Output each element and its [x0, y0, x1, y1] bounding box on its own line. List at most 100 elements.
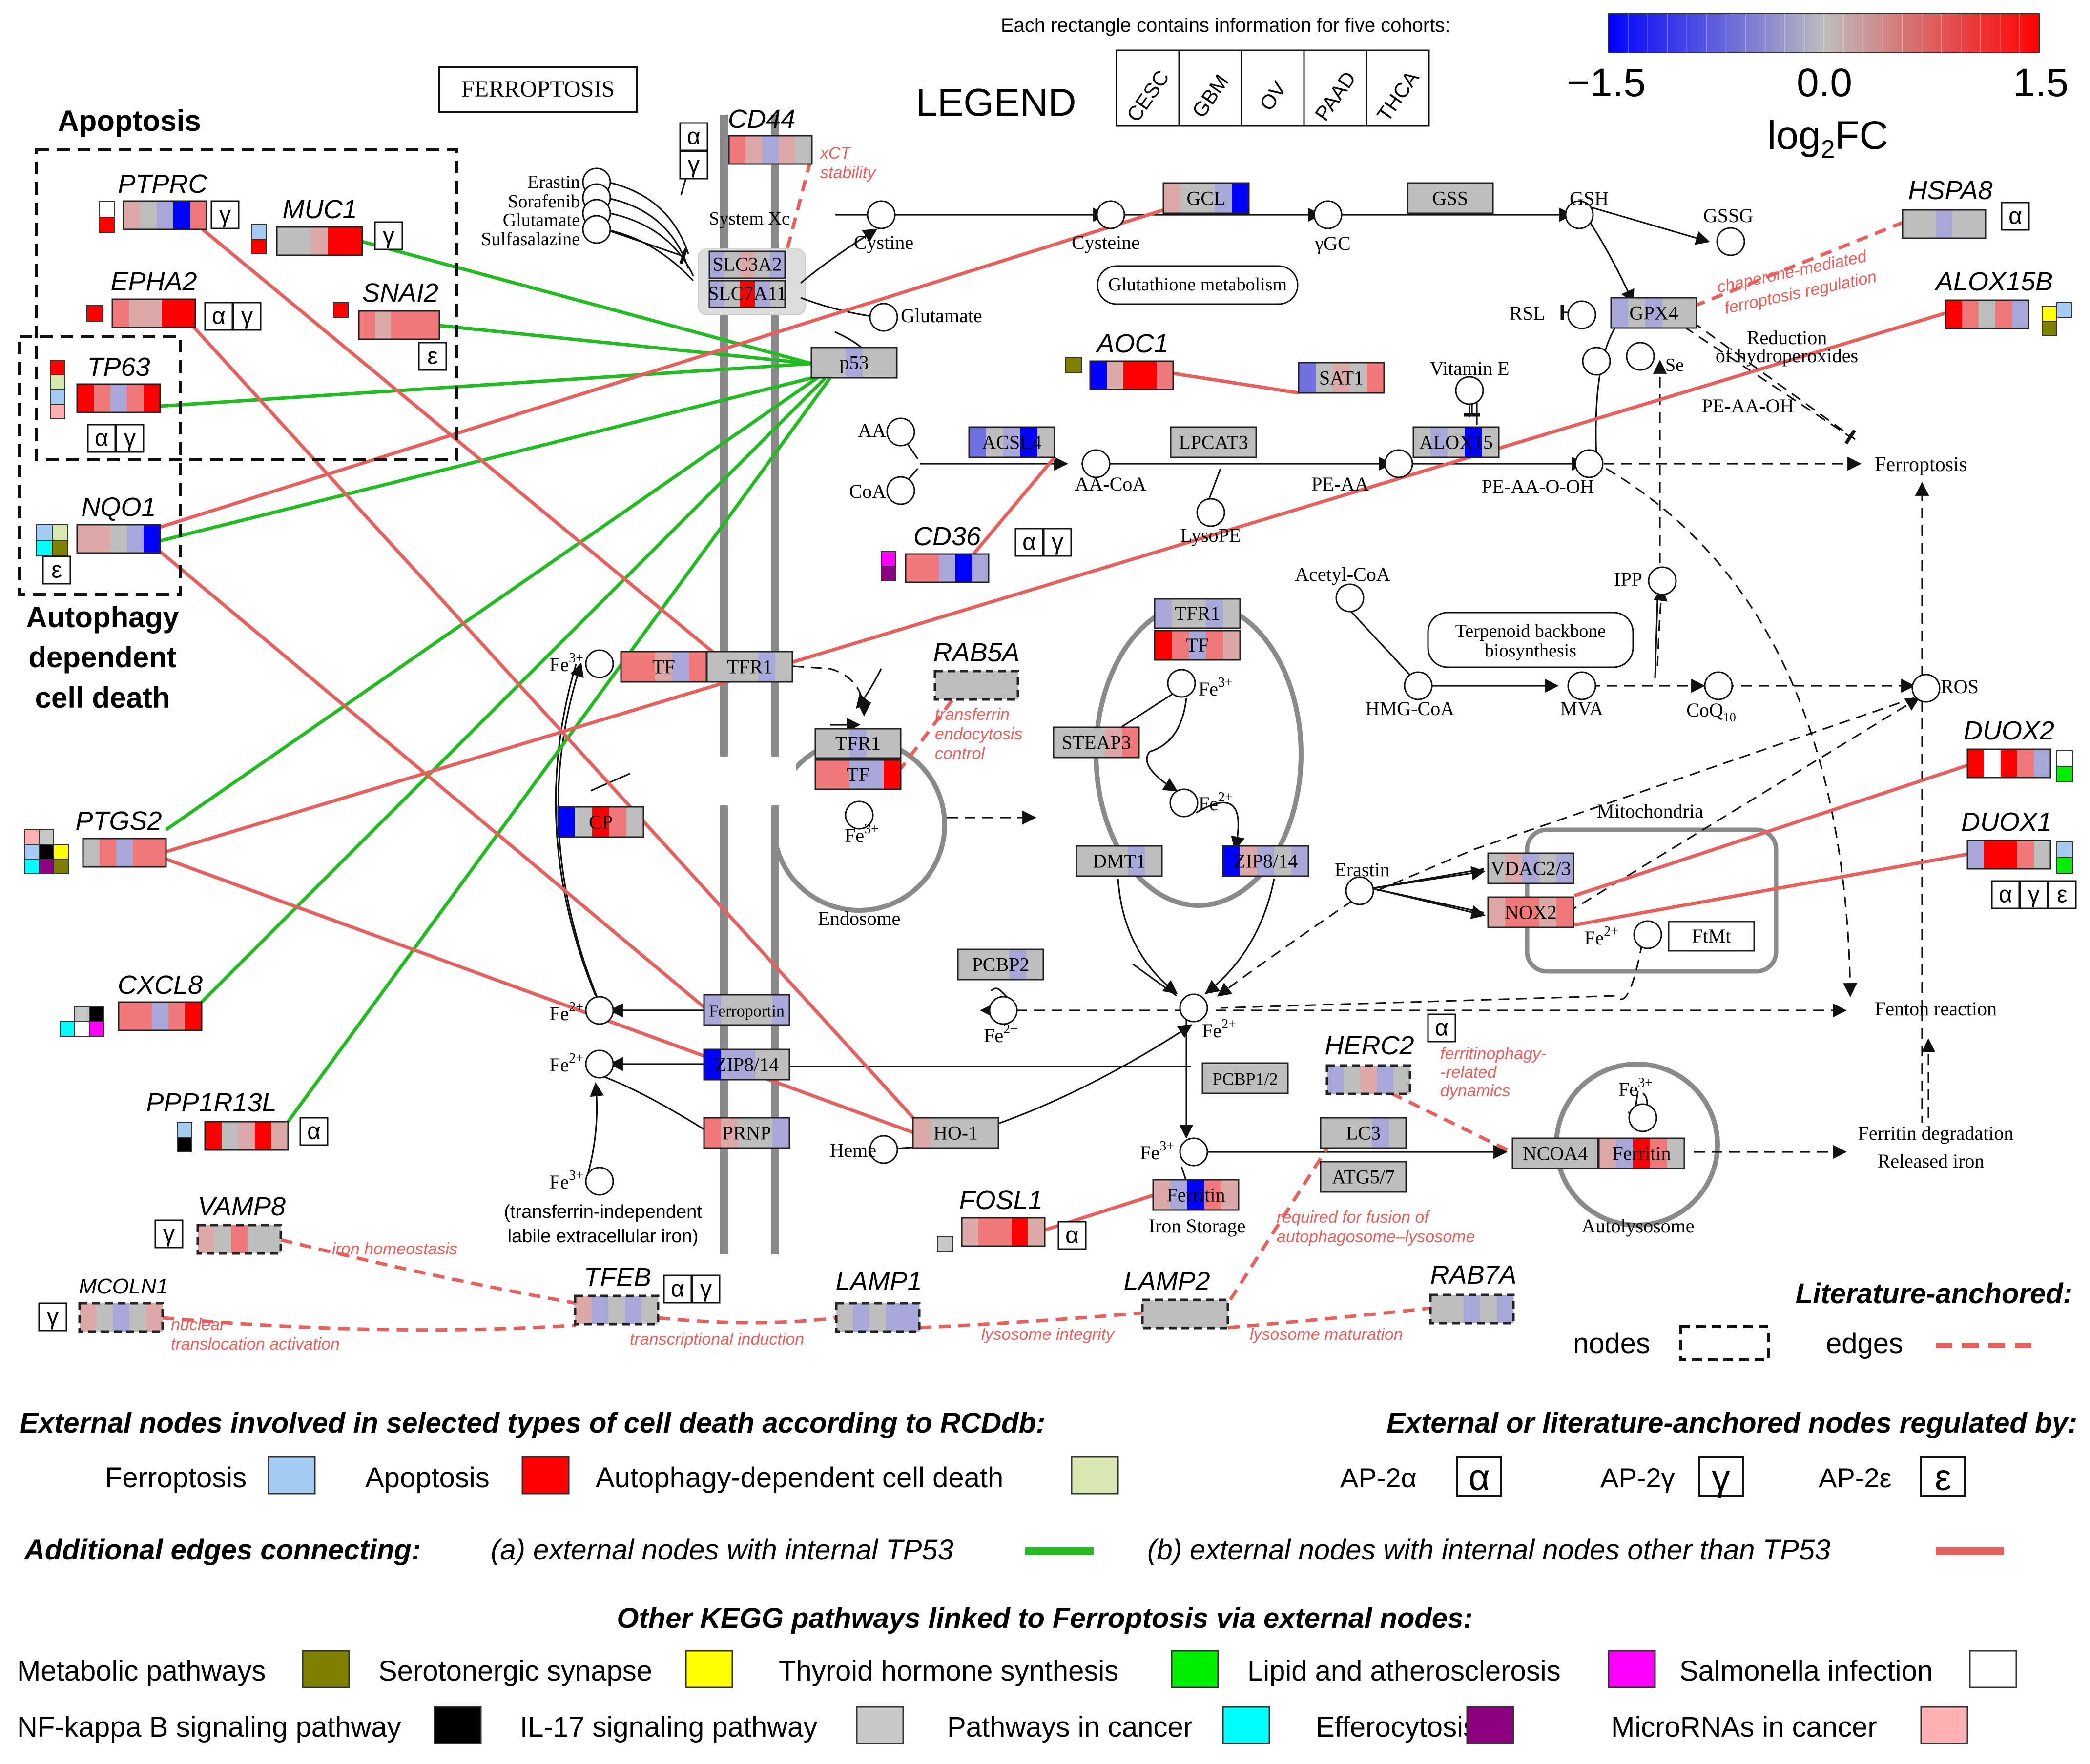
legend-heading: Each rectangle contains information for …: [1001, 15, 1450, 36]
node-cp-cohort-cell: [626, 807, 644, 837]
aa-label: AA: [858, 419, 886, 441]
autophagy-frame: [18, 335, 182, 596]
node-vamp8-cohort-cell: [231, 1225, 248, 1253]
node-pcbp12-cohort-cell: [1237, 1063, 1254, 1093]
node-nox2: NOX2: [1487, 896, 1574, 928]
terpenoid-label-2: biosynthesis: [1485, 640, 1576, 661]
literature-edges-label: edges: [1826, 1328, 1903, 1359]
node-zip814-left: ZIP8/14: [703, 1048, 790, 1081]
node-rab5a-cohort-cell: [985, 671, 1002, 699]
node-pcbp12: PCBP1/2: [1201, 1062, 1289, 1094]
node-cxcl8-cohort-cell: [168, 1002, 186, 1030]
node-tf-cohort-cell: [655, 652, 673, 682]
node-sat1-label: SAT1: [1319, 367, 1364, 389]
label-tfeb: TFEB: [584, 1263, 651, 1292]
node-ho1-cohort-cell: [964, 1118, 982, 1148]
edge-ptgs2-p53: [165, 374, 821, 831]
node-slc7a11-cohort-cell: [755, 281, 770, 308]
node-vamp8-cohort-cell: [248, 1225, 265, 1253]
node-muc1: [276, 226, 363, 256]
node-pcbp2-cohort-cell: [1026, 949, 1044, 980]
node-ptgs2-cohort-cell: [83, 839, 100, 867]
node-lamp2-cohort-cell: [1211, 1300, 1228, 1328]
cd36-gamma: γ: [1052, 529, 1063, 555]
hspa8-alpha: α: [2008, 203, 2022, 229]
metabolite-circle: [585, 996, 614, 1025]
node-zip814-left-cohort-cell: [772, 1049, 790, 1080]
node-alox15b-cohort-cell: [2012, 300, 2029, 328]
node-ferroportin-cohort-cell: [738, 995, 756, 1025]
node-slc3a2-cohort-cell: [709, 251, 725, 278]
node-epha2-cohort-cell: [179, 299, 196, 328]
duox1-gamma-box: [2019, 880, 2049, 909]
ledge-hspa8-gpx4: [1696, 220, 1905, 307]
regulated-label-0: AP-2α: [1340, 1462, 1417, 1493]
node-aoc1: [1089, 360, 1174, 390]
node-atg57-cohort-cell: [1338, 1162, 1355, 1192]
node-tf-label: TF: [652, 656, 675, 678]
edge-duox2-nox2: [1573, 763, 1968, 898]
node-atg57-cohort-cell: [1355, 1162, 1372, 1192]
metabolite-circle: [869, 303, 898, 332]
node-atg57-label: ATG5/7: [1332, 1166, 1395, 1188]
node-cp-cohort-cell: [575, 807, 593, 837]
ferroptosis-label: Ferroptosis: [1875, 453, 1967, 476]
node-ncoa4-cohort-cell: [1564, 1138, 1581, 1169]
node-nox2-cohort-cell: [1556, 897, 1574, 927]
node-slc3a2-cohort-cell: [770, 251, 786, 278]
node-ptprc: [123, 200, 207, 230]
node-gss-cohort-cell: [1459, 183, 1476, 213]
node-cd36-cohort-cell: [972, 554, 989, 582]
node-zip814-right-label: ZIP8/14: [1234, 850, 1298, 872]
node-atg57: ATG5/7: [1320, 1161, 1407, 1193]
node-tf-right-label: TF: [1186, 634, 1209, 656]
nuclear-ann-1: nuclear: [171, 1315, 226, 1334]
node-nox2-cohort-cell: [1505, 897, 1523, 927]
node-pcbp2-cohort-cell: [975, 949, 993, 980]
node-rab7a-cohort-cell: [1447, 1295, 1464, 1323]
node-atg57-cohort-cell: [1389, 1162, 1407, 1192]
edge-tp63-p53: [160, 362, 812, 408]
cd36-lipid-swatch: [881, 551, 896, 567]
node-ptprc-cohort-cell: [124, 201, 141, 229]
node-slc3a2: SLC3A2: [708, 250, 786, 279]
node-muc1-cohort-cell: [345, 227, 363, 255]
node-nox2-label: NOX2: [1505, 902, 1557, 923]
node-hspa8: [1902, 209, 1987, 239]
rcddb-label-0: Ferroptosis: [105, 1462, 247, 1494]
sorafenib-label: Sorafenib: [508, 191, 580, 212]
duox1-ferroptosis-swatch: [2056, 841, 2073, 858]
ledge-lamp1-lamp2: [919, 1311, 1143, 1330]
label-lamp1: LAMP1: [835, 1267, 922, 1296]
cysteine-label: Cysteine: [1072, 231, 1140, 253]
label-snai2: SNAI2: [362, 278, 438, 308]
node-tp63-cohort-cell: [144, 384, 161, 412]
node-tf-cohort-cell: [689, 652, 707, 682]
label-ptprc: PTPRC: [118, 169, 207, 199]
node-snai2-cohort-cell: [375, 311, 392, 339]
kegg-row1-label-2: Thyroid hormone synthesis: [779, 1655, 1118, 1687]
kegg-row1-label-3: Lipid and atherosclerosis: [1247, 1655, 1561, 1687]
ferritin-ann-3: dynamics: [1440, 1082, 1511, 1100]
node-zip814-left-label: ZIP8/14: [715, 1054, 779, 1076]
node-gss: GSS: [1407, 182, 1494, 214]
metabolite-circle: [1628, 1103, 1657, 1132]
node-zip814-right-cohort-cell: [1274, 846, 1292, 876]
vitamin-e-label: Vitamin E: [1429, 357, 1509, 379]
fe3-lower-label: Fe3+: [549, 1168, 583, 1193]
regulated-symbol-1: γ: [1712, 1457, 1730, 1498]
edge-aoc1-sat1: [1173, 371, 1299, 395]
tp63-alpha: α: [95, 425, 108, 451]
node-tfr1-right: TFR1: [1154, 598, 1241, 629]
lysope-label: LysoPE: [1180, 524, 1241, 546]
node-mcoln1-cohort-cell: [80, 1303, 97, 1332]
erastin-label: Erastin: [527, 172, 580, 192]
epha2-gamma-box: [232, 302, 262, 331]
node-cd36: [905, 553, 990, 583]
node-herc2: [1325, 1064, 1411, 1095]
node-ptgs2: [82, 838, 167, 868]
metabolite-circle: [1567, 671, 1596, 700]
node-vamp8-cohort-cell: [198, 1225, 215, 1253]
node-dmt1-cohort-cell: [1111, 846, 1128, 876]
